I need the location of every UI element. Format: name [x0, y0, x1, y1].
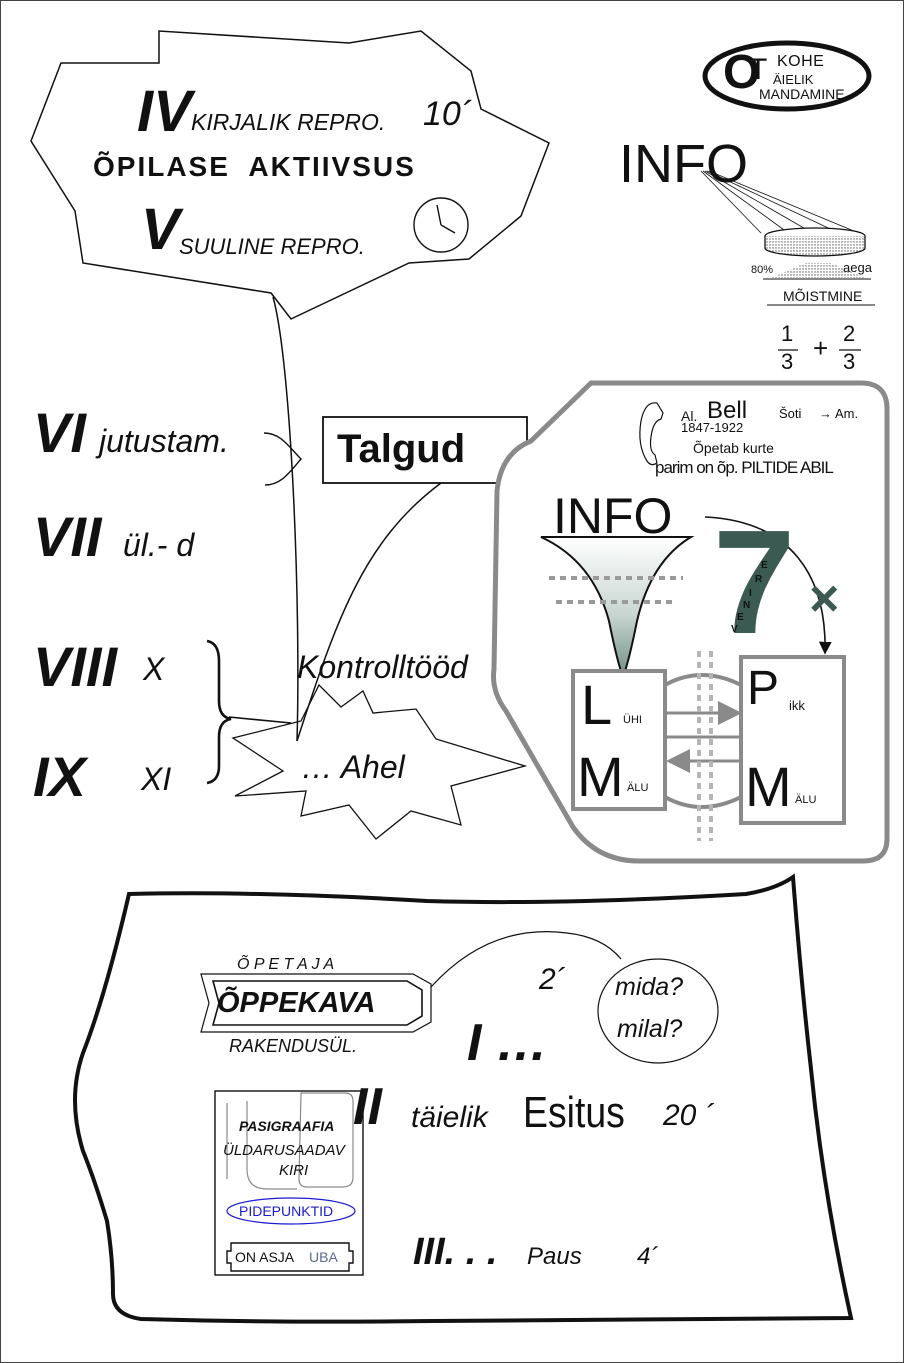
soti: Šoti — [779, 406, 802, 421]
vi-numeral: VI — [33, 401, 86, 464]
frac1-den: 3 — [781, 349, 794, 374]
rakendusul-label: RAKENDUSÜL. — [229, 1036, 358, 1056]
long-memory-box — [739, 655, 846, 825]
talgud-box — [322, 416, 528, 484]
iv-numeral: IV — [137, 79, 192, 144]
logo-omandamine: MANDAMINE — [759, 86, 845, 102]
logo-ellipse — [702, 40, 872, 112]
question-bubble — [597, 958, 719, 1064]
ix-numeral: IX — [33, 745, 86, 808]
iii-time: 4´ — [637, 1243, 659, 1270]
vertical-letter-1: E — [761, 560, 768, 571]
opetab-kurte: Õpetab kurte — [693, 440, 774, 456]
info-beam — [700, 170, 875, 351]
ii-time: 20 ´ — [663, 1099, 715, 1132]
moistmine: MÕISTMINE — [783, 288, 863, 304]
uldarusaadav-label: ÜLDARUSAADAV — [223, 1142, 345, 1159]
frac2-num: 2 — [843, 321, 856, 346]
clock-icon — [413, 197, 469, 253]
logo-t-letter: T — [749, 53, 768, 86]
info-memory-label: INFO — [553, 488, 673, 544]
time-2: 2´ — [539, 963, 566, 996]
info-pct: 80% — [751, 264, 774, 276]
parim-text: parim on õp. PILTIDE ABIL — [655, 458, 834, 477]
bell-prefix: Al. — [681, 408, 698, 424]
on-asja-label: ON ASJA — [235, 1249, 295, 1265]
iv-time: 10´ — [423, 95, 473, 133]
aktiivsus-title: ÕPILASE AKTIIVSUS — [93, 151, 416, 182]
vertical-letter-3: I — [749, 588, 752, 599]
vii-numeral: VII — [33, 505, 102, 568]
opetaja-label: Õ P E T A J A — [237, 956, 335, 973]
frac1-num: 1 — [781, 321, 794, 346]
ix-xi: XI — [141, 761, 172, 797]
v-numeral: V — [141, 197, 180, 262]
logo-kohe: KOHE — [777, 53, 825, 70]
bell-name: Bell — [707, 397, 748, 424]
oppekava-label: ÕPPEKAVA — [217, 987, 376, 1019]
speech-tail — [272, 296, 442, 742]
info-top-label: INFO — [619, 134, 748, 194]
m1-letter: M — [577, 745, 624, 808]
v-text: SUULINE REPRO. — [179, 234, 365, 259]
m2-letter: M — [745, 755, 792, 818]
am: Am. — [835, 406, 859, 421]
ahel-star — [231, 683, 528, 840]
i-numeral: I … — [467, 1014, 548, 1072]
p-letter: P — [747, 662, 780, 715]
iv-text: KIRJALIK REPRO. — [191, 109, 386, 135]
seven-glyph: 7 — [713, 500, 796, 665]
viii-numeral: VIII — [33, 635, 118, 698]
ahel-label: … Ahel — [301, 749, 405, 785]
iii-numeral: III. . . — [413, 1231, 498, 1273]
ii-esitus: Esitus — [523, 1088, 625, 1137]
pidepunktid-label: PIDEPUNKTID — [239, 1203, 334, 1219]
p-sub: ikk — [789, 698, 805, 713]
kiri-label: KIRI — [279, 1162, 309, 1179]
vertical-letter-5: E — [737, 612, 744, 623]
ii-taielik: täielik — [411, 1101, 488, 1134]
kontrolltood-label: Kontrolltööd — [297, 649, 468, 685]
logo-taielik: ÄIELIK — [773, 72, 814, 87]
m2-sub: ÄLU — [795, 794, 817, 806]
curly-brace — [206, 639, 232, 785]
soti-arrow: → — [819, 406, 832, 421]
pidepunktid-ellipse — [226, 1197, 356, 1225]
vii-text: ül.- d — [123, 527, 195, 563]
uba-label: UBA — [309, 1249, 338, 1265]
viii-x: X — [143, 651, 165, 687]
info-aega: aega — [843, 260, 872, 275]
vertical-letter-6: V — [731, 624, 738, 635]
on-asja-box — [226, 1242, 354, 1272]
short-memory-box — [571, 669, 667, 811]
ii-numeral: II — [353, 1078, 382, 1136]
vertical-letter-2: R — [755, 574, 763, 585]
phone-icon — [639, 402, 664, 466]
l-letter: L — [581, 673, 613, 736]
x-mark: × — [809, 570, 840, 628]
m1-sub: ÄLU — [627, 782, 649, 794]
l-sub: ÜHI — [623, 714, 642, 726]
vi-text: jutustam. — [99, 423, 229, 459]
milal-label: milal? — [617, 1015, 683, 1043]
pasigraafia-label: PASIGRAAFIA — [239, 1118, 335, 1134]
aktiivsus-shape — [30, 30, 550, 320]
talgud-label: Talgud — [337, 427, 466, 471]
mida-label: mida? — [615, 973, 684, 1001]
frac2-den: 3 — [843, 349, 856, 374]
logo-o-letter: O — [723, 46, 761, 99]
paus-label: Paus — [527, 1243, 582, 1270]
bell-years: 1847-1922 — [681, 420, 744, 435]
vertical-letter-4: N — [743, 600, 751, 611]
frac-plus: + — [813, 333, 829, 363]
